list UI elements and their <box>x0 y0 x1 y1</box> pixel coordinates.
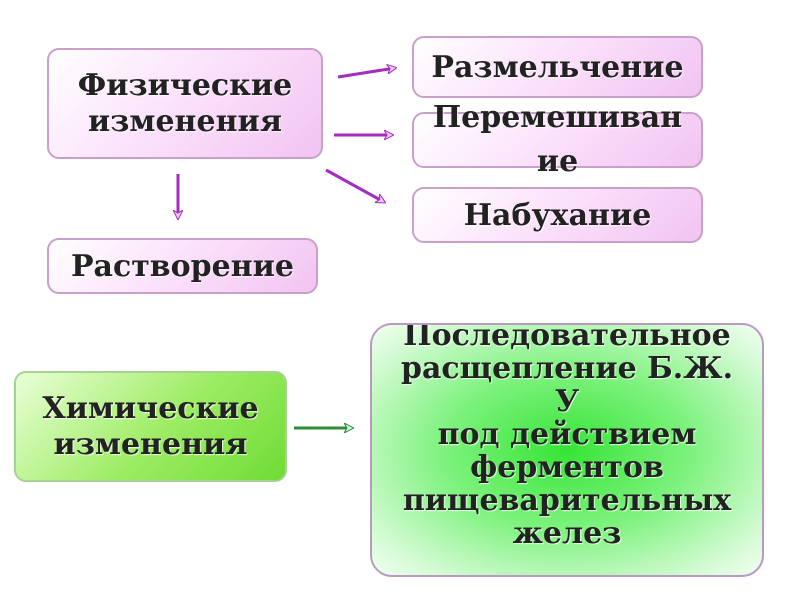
arrow-to-swelling <box>325 168 384 202</box>
chemical-result-box: Последовательное расщепление Б.Ж. У под … <box>370 323 764 577</box>
swelling-box: Набухание <box>412 187 703 243</box>
chemical-changes-box: Химические изменения <box>14 371 287 482</box>
dissolution-label: Растворение <box>70 248 295 284</box>
grinding-label: Размельчение <box>431 49 684 85</box>
swelling-label: Набухание <box>463 197 652 233</box>
dissolution-box: Растворение <box>47 238 318 294</box>
mixing-label: Перемешиван ие <box>432 100 683 179</box>
mixing-box: Перемешиван ие <box>412 100 703 179</box>
arrow-to-grinding <box>337 68 395 79</box>
chemical-changes-label: Химические изменения <box>42 390 259 462</box>
grinding-box: Размельчение <box>412 36 703 98</box>
chemical-result-label: Последовательное расщепление Б.Ж. У под … <box>400 323 734 551</box>
physical-changes-label: Физические изменения <box>77 67 293 139</box>
physical-changes-box: Физические изменения <box>47 48 323 159</box>
